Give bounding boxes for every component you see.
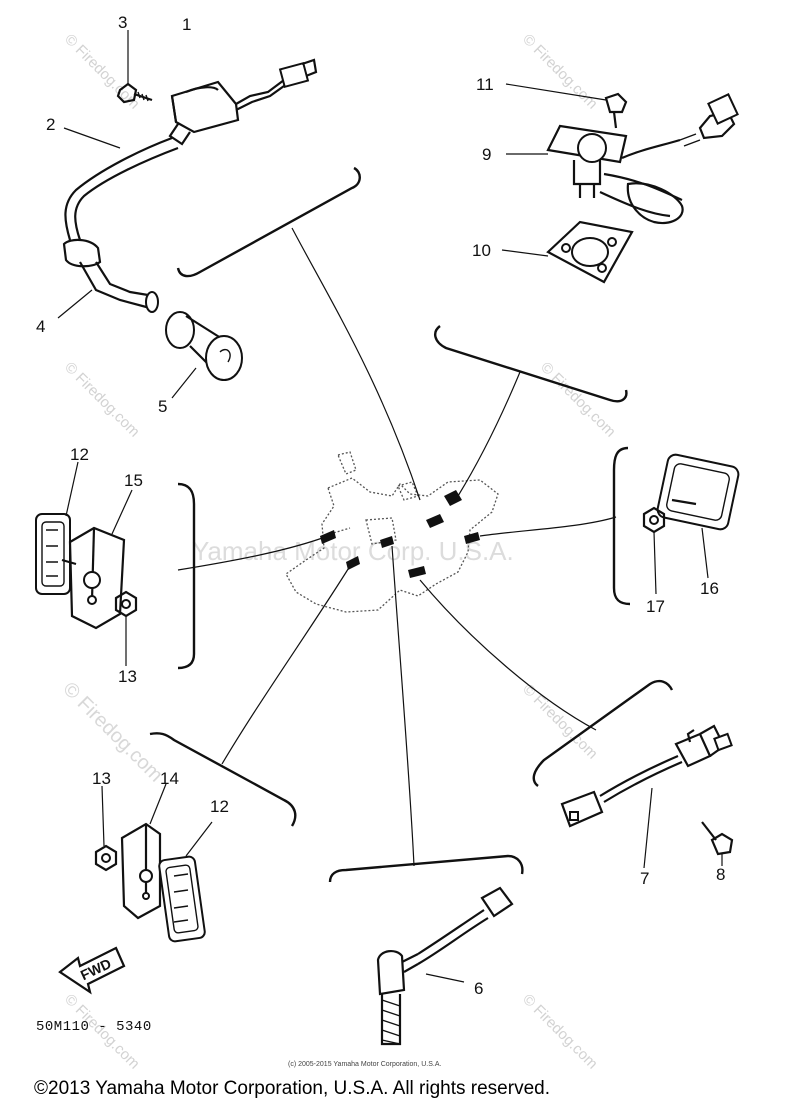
- mount-mark-neutral: [444, 490, 462, 506]
- part-11-screw: [505, 83, 628, 129]
- label-part-15: 15: [124, 471, 143, 490]
- part-15-reflector-bracket: [68, 489, 133, 630]
- part-9-switch: [506, 93, 739, 225]
- label-part-14: 14: [160, 769, 179, 788]
- part-1-sensor-body: [168, 58, 318, 146]
- part-8-screw: [701, 821, 734, 866]
- label-part-4: 4: [36, 317, 45, 336]
- motorcycle-silhouette: [285, 451, 499, 613]
- watermark-firedog-5: © Firedog.com: [519, 681, 601, 763]
- part-10-gasket: [501, 220, 634, 284]
- label-part-9: 9: [482, 145, 491, 164]
- label-part-1: 1: [182, 15, 191, 34]
- group-brackets: [149, 166, 674, 883]
- label-part-10: 10: [472, 241, 491, 260]
- part-6-switch: [376, 886, 514, 1046]
- part-5-grommet: [165, 311, 243, 399]
- part-3-bolt: [116, 30, 153, 104]
- label-part-13-upper: 13: [118, 667, 137, 686]
- label-part-17: 17: [646, 597, 665, 616]
- drawing-code: 50M110 - 5340: [36, 1019, 152, 1035]
- label-part-13-lower: 13: [92, 769, 111, 788]
- part-7-sensor: [560, 724, 733, 869]
- part-14-reflector-bracket-lower: [120, 783, 167, 920]
- watermark-firedog-3: © Firedog.com: [61, 359, 143, 441]
- watermark-firedog-main: © Firedog.com: [58, 678, 167, 787]
- label-part-12-lower: 12: [210, 797, 229, 816]
- part-13-nut-upper: [114, 590, 138, 666]
- label-part-7: 7: [640, 869, 649, 888]
- mount-mark-left: [320, 530, 336, 544]
- part-17-nut-right: [642, 506, 666, 595]
- label-part-3: 3: [118, 13, 127, 32]
- mount-mark-fuel: [426, 514, 444, 528]
- copyright-notice: ©2013 Yamaha Motor Corporation, U.S.A. A…: [34, 1078, 550, 1099]
- part-12-reflector-lower: [158, 821, 213, 943]
- label-part-2: 2: [46, 115, 55, 134]
- mount-mark-right: [464, 532, 480, 544]
- label-part-11: 11: [476, 75, 494, 94]
- label-part-8: 8: [716, 865, 725, 884]
- label-part-12-upper: 12: [70, 445, 89, 464]
- part-labels: 3 1 2 4 5 11 9 10 12 15 13 17 16 13 14 1…: [36, 13, 725, 998]
- fwd-direction-arrow: FWD: [58, 946, 126, 995]
- label-part-5: 5: [158, 397, 167, 416]
- part-13-nut-lower: [94, 785, 118, 872]
- watermark-firedog-2: © Firedog.com: [519, 31, 601, 113]
- group-leaders: [177, 227, 617, 867]
- label-part-6: 6: [474, 979, 483, 998]
- mount-mark-center: [380, 536, 394, 548]
- watermark-firedog-7: © Firedog.com: [519, 991, 601, 1073]
- part-2-4-cable-hose: [57, 127, 179, 319]
- label-part-16: 16: [700, 579, 719, 598]
- mount-mark-lower-right: [408, 566, 426, 578]
- small-copyright: (c) 2005-2015 Yamaha Motor Corporation, …: [288, 1061, 441, 1068]
- part-16-reflector-right: [656, 453, 740, 579]
